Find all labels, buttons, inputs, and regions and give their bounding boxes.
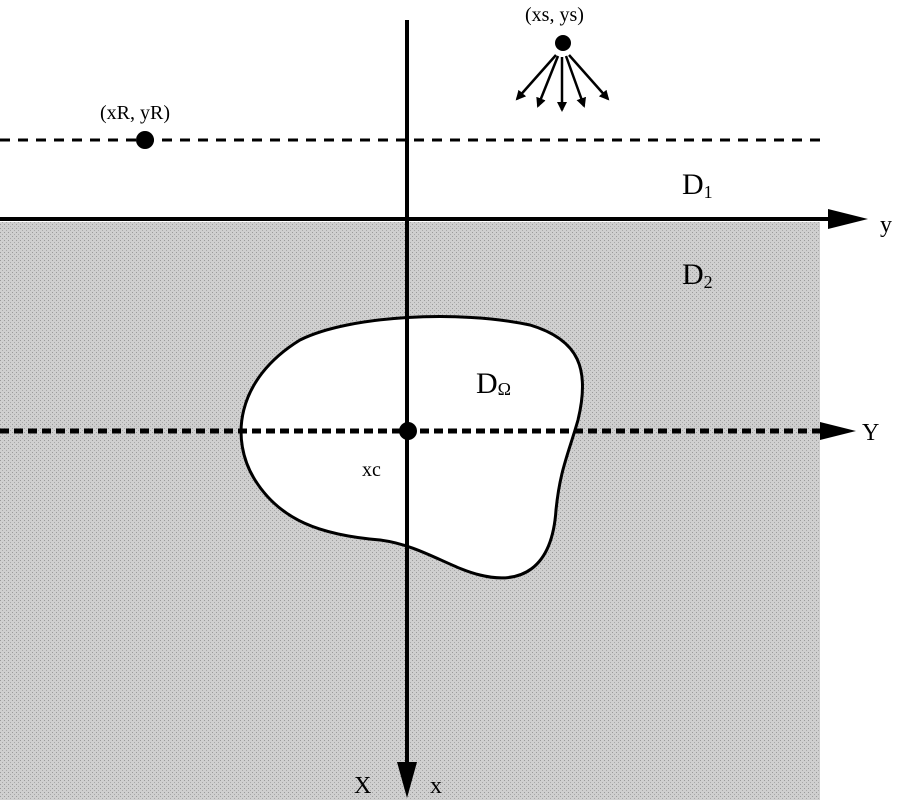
- inclusion-label: DΩ: [476, 367, 511, 400]
- axis-y-arrowhead: [828, 209, 868, 229]
- inclusion-region: [239, 315, 585, 580]
- center-point: [399, 422, 417, 440]
- source-label: (xs, ys): [525, 4, 584, 26]
- axis-y-label: y: [880, 212, 892, 238]
- layer-D1-main: D: [682, 168, 704, 201]
- center-point-label: xc: [362, 459, 381, 481]
- receiver-point: [136, 131, 154, 149]
- inclusion-sub: Ω: [498, 379, 511, 399]
- axis-x-arrowhead: [397, 762, 417, 798]
- layer-D2-main: D: [682, 258, 704, 291]
- source-point: [555, 35, 571, 51]
- receiver-label: (xR, yR): [100, 102, 170, 124]
- source-emitter: [515, 35, 610, 112]
- layer-D1-label: D1: [682, 168, 713, 202]
- inclusion-main: D: [476, 367, 498, 400]
- axis-Y-arrowhead: [820, 422, 856, 440]
- axis-X-label: X: [354, 773, 371, 799]
- layer-D1-sub: 1: [704, 182, 713, 202]
- axis-x-label: x: [430, 773, 442, 799]
- axis-Y-label: Y: [862, 420, 879, 446]
- layer-D2-label: D2: [682, 258, 713, 292]
- layer-D2-sub: 2: [704, 272, 713, 292]
